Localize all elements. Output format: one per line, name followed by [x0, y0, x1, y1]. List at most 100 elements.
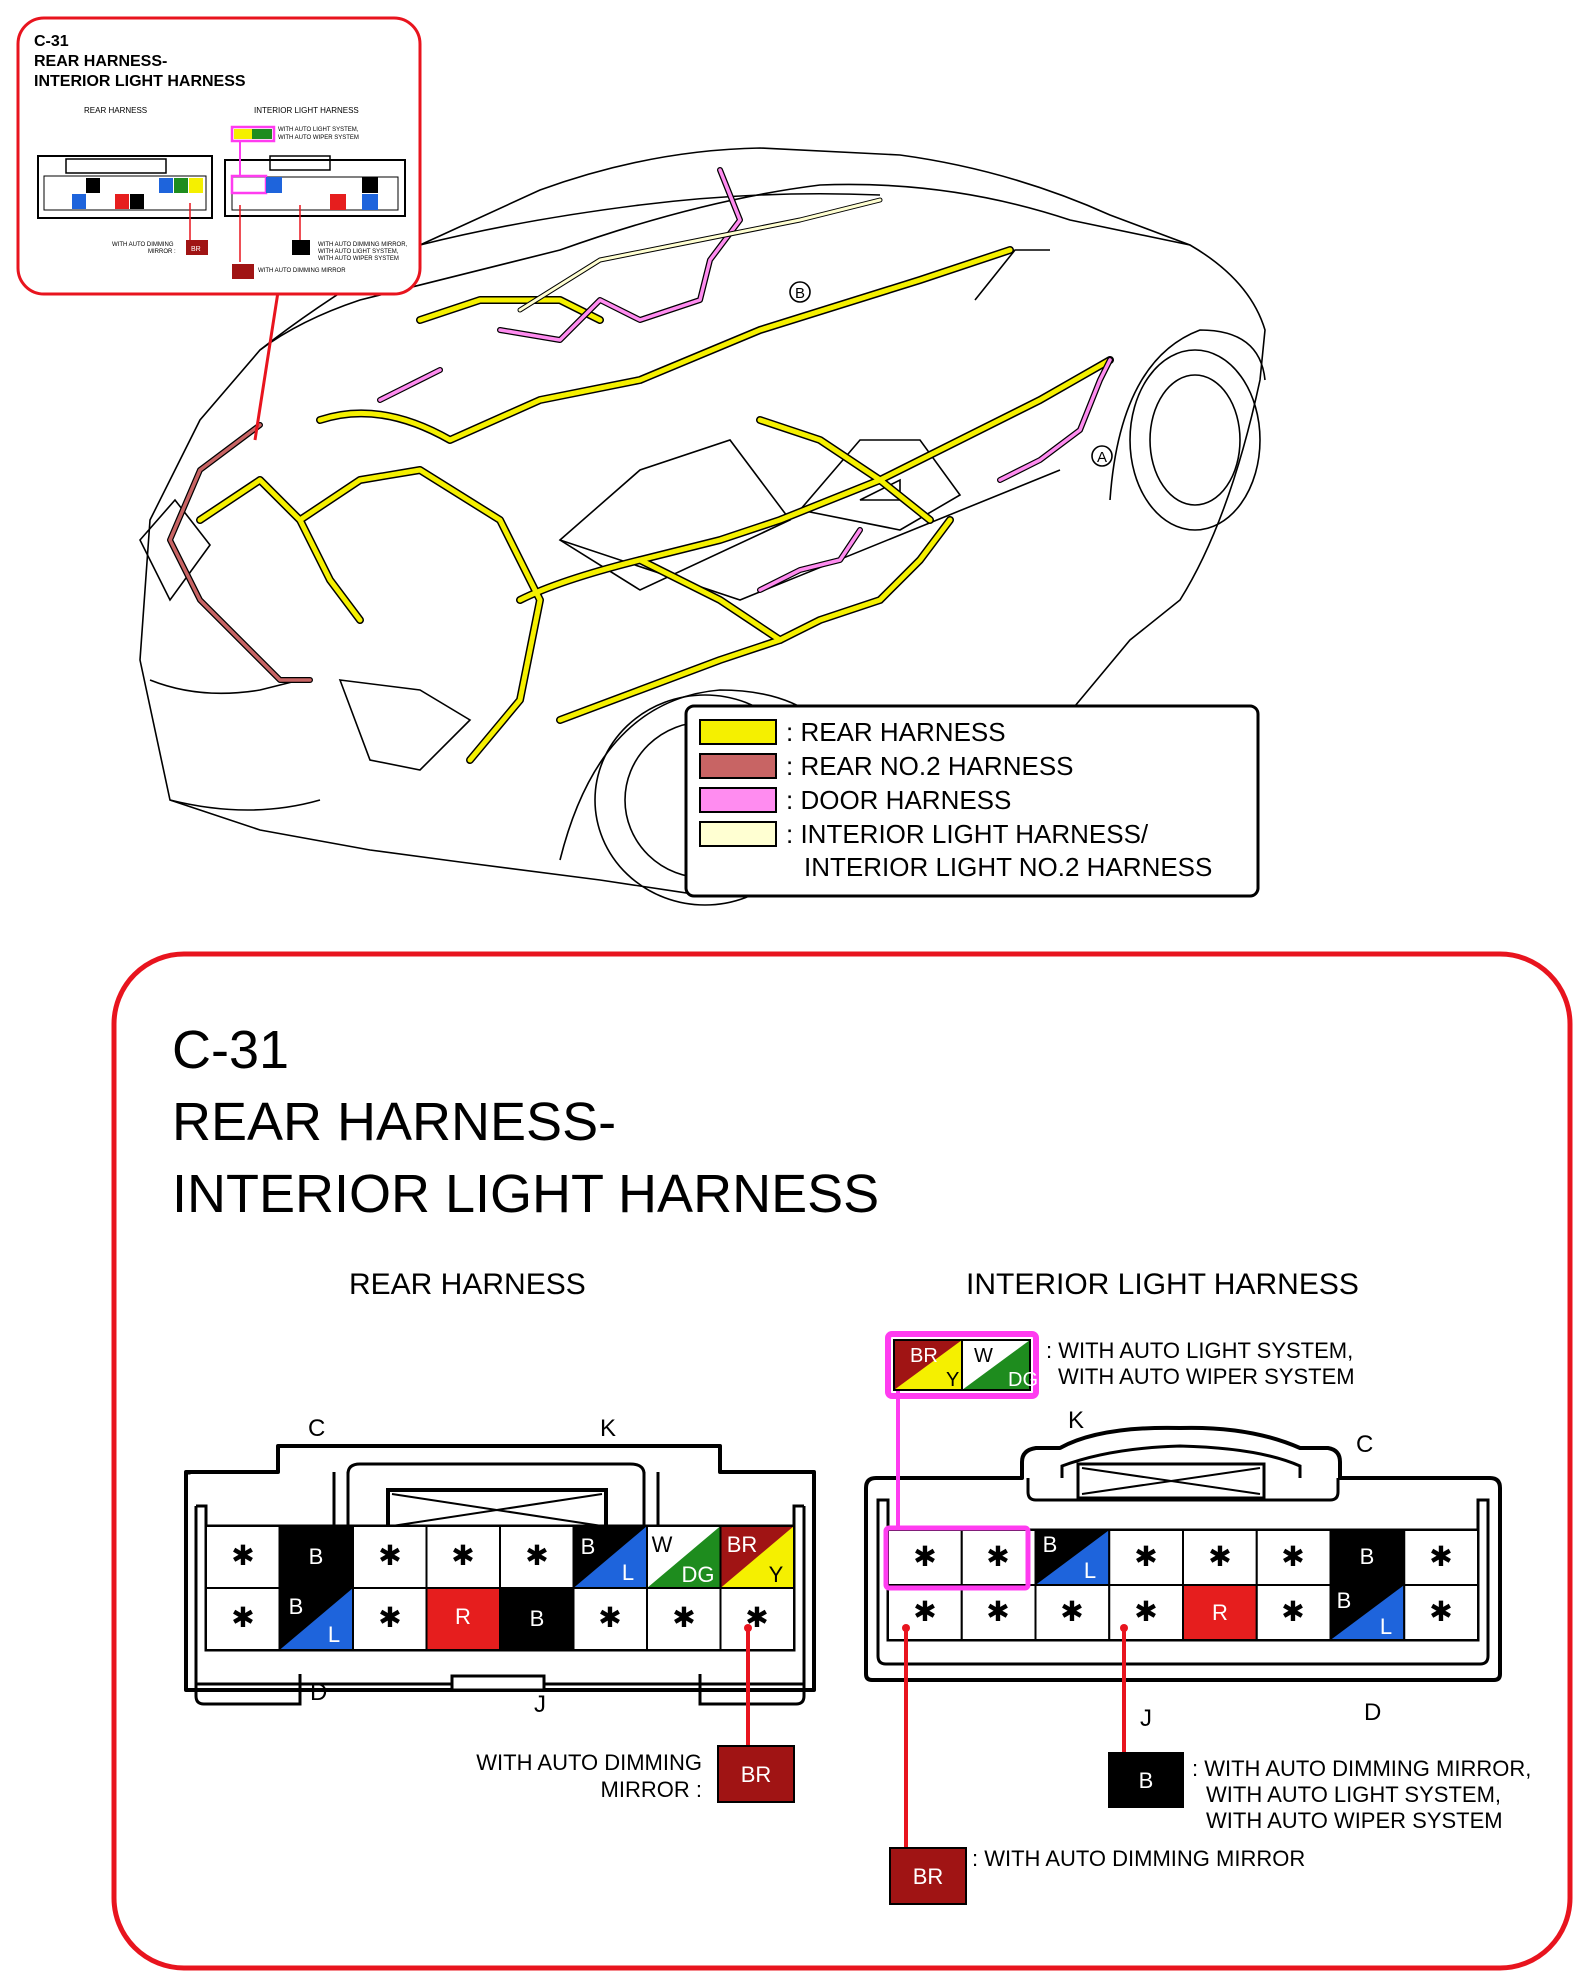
svg-text:BR: BR	[741, 1762, 772, 1787]
rear-letter-j: J	[534, 1691, 546, 1718]
svg-text:R: R	[455, 1604, 471, 1629]
inset-title-2: INTERIOR LIGHT HARNESS	[34, 73, 246, 90]
svg-text:BR: BR	[727, 1532, 758, 1557]
interior-br-note: : WITH AUTO DIMMING MIRROR	[972, 1846, 1305, 1871]
inset-note-wiper-b: WITH AUTO WIPER SYSTEM	[318, 256, 399, 262]
inset-rear-label: REAR HARNESS	[84, 106, 147, 115]
legend-item-rear-no2: : REAR NO.2 HARNESS	[699, 751, 1074, 781]
legend: : REAR HARNESS : REAR NO.2 HARNESS : DOO…	[684, 704, 1260, 898]
svg-text:✱: ✱	[1281, 1541, 1304, 1572]
interior-b-box	[1108, 1752, 1184, 1808]
svg-text:✱: ✱	[1134, 1596, 1157, 1627]
inset-panel: C-31 REAR HARNESS- INTERIOR LIGHT HARNES…	[16, 16, 422, 296]
interior-harness-label: INTERIOR LIGHT HARNESS	[966, 1268, 1359, 1301]
svg-text:✱: ✱	[986, 1596, 1009, 1627]
svg-text:BR: BR	[913, 1864, 944, 1889]
svg-text:Y: Y	[769, 1562, 784, 1587]
svg-text:✱: ✱	[986, 1541, 1009, 1572]
svg-text:B: B	[309, 1544, 324, 1569]
svg-text:✱: ✱	[913, 1596, 936, 1627]
interior-connector: ✱ ✱ B L ✱ ✱ ✱ B ✱ ✱ ✱ ✱ ✱ R ✱ B L ✱	[864, 1331, 1531, 1905]
svg-text:: INTERIOR LIGHT HARNESS/: : INTERIOR LIGHT HARNESS/	[786, 819, 1149, 849]
svg-text:INTERIOR LIGHT NO.2 HARNESS: INTERIOR LIGHT NO.2 HARNESS	[804, 852, 1212, 882]
interior-letter-k: K	[1068, 1407, 1084, 1434]
svg-text:DG: DG	[1008, 1369, 1038, 1391]
interior-b-note-3: WITH AUTO WIPER SYSTEM	[1206, 1808, 1503, 1833]
svg-text:A: A	[1097, 449, 1107, 466]
svg-text:✱: ✱	[378, 1540, 401, 1571]
inset-pointer-line	[253, 291, 280, 441]
interior-top-note-1: : WITH AUTO LIGHT SYSTEM,	[1046, 1338, 1353, 1363]
inset-note-dimming-rear-2: MIRROR :	[148, 249, 176, 255]
rear-connector: ✱ B ✱ ✱ ✱ B L W DG BR Y ✱ B L ✱ R B ✱ ✱ …	[184, 1415, 816, 1803]
legend-item-rear: : REAR HARNESS	[699, 717, 1006, 747]
svg-text:✱: ✱	[451, 1540, 474, 1571]
svg-text:B: B	[1337, 1588, 1352, 1613]
interior-top-wire-box: BR Y W DG	[885, 1331, 1039, 1399]
svg-text:B: B	[530, 1606, 545, 1631]
inset-note-dimming-b: WITH AUTO DIMMING MIRROR,	[318, 242, 408, 248]
svg-text:✱: ✱	[1429, 1596, 1452, 1627]
rear-pin-row-1	[205, 1525, 795, 1589]
svg-text:✱: ✱	[1281, 1596, 1304, 1627]
car-illustration	[139, 147, 1266, 906]
interior-letter-j: J	[1140, 1705, 1152, 1732]
svg-text:L: L	[622, 1560, 634, 1585]
svg-text:R: R	[1212, 1600, 1228, 1625]
inset-interior-connector	[224, 125, 406, 279]
svg-text:DG: DG	[682, 1562, 715, 1587]
svg-text:: REAR NO.2 HARNESS: : REAR NO.2 HARNESS	[786, 751, 1074, 781]
inset-note-light-b: WITH AUTO LIGHT SYSTEM,	[318, 249, 399, 255]
legend-item-door: : DOOR HARNESS	[699, 785, 1011, 815]
svg-text:B: B	[795, 285, 805, 302]
interior-letter-c: C	[1356, 1431, 1373, 1458]
svg-text:B: B	[581, 1534, 596, 1559]
svg-text:B: B	[1139, 1768, 1154, 1793]
svg-text:L: L	[1380, 1614, 1392, 1639]
svg-text:L: L	[1084, 1558, 1096, 1583]
rear-pin-row-2	[205, 1587, 795, 1651]
svg-text:✱: ✱	[913, 1541, 936, 1572]
inset-code: C-31	[34, 33, 69, 50]
inset-note-auto-wiper: WITH AUTO WIPER SYSTEM	[278, 135, 359, 141]
svg-text:BR: BR	[910, 1345, 938, 1367]
svg-text:W: W	[974, 1345, 993, 1367]
svg-text:BR: BR	[191, 246, 201, 253]
interior-letter-d: D	[1364, 1699, 1381, 1726]
inset-title-1: REAR HARNESS-	[34, 53, 167, 70]
svg-text:✱: ✱	[672, 1602, 695, 1633]
svg-text:✱: ✱	[745, 1602, 768, 1633]
rear-letter-c: C	[308, 1415, 325, 1442]
interior-highlight-box	[883, 1525, 1031, 1591]
rear-letter-k: K	[600, 1415, 616, 1442]
rear-harness-lines	[167, 167, 1114, 764]
legend-item-interior-light: : INTERIOR LIGHT HARNESS/ INTERIOR LIGHT…	[699, 819, 1212, 882]
rear-harness-label: REAR HARNESS	[349, 1268, 586, 1301]
marker-a: A	[1091, 445, 1113, 467]
interior-br-box	[889, 1847, 967, 1905]
detail-code: C-31	[172, 1020, 289, 1080]
svg-text:✱: ✱	[1208, 1541, 1231, 1572]
svg-text:✱: ✱	[598, 1602, 621, 1633]
inset-note-dimming-interior: WITH AUTO DIMMING MIRROR	[258, 268, 346, 274]
rear-note-line2: MIRROR :	[601, 1777, 702, 1802]
inset-interior-label: INTERIOR LIGHT HARNESS	[254, 106, 359, 115]
detail-title-1: REAR HARNESS-	[172, 1092, 616, 1152]
svg-text:Y: Y	[946, 1369, 959, 1391]
svg-text:B: B	[1360, 1544, 1375, 1569]
interior-b-note-2: WITH AUTO LIGHT SYSTEM,	[1206, 1782, 1501, 1807]
svg-text:✱: ✱	[1429, 1541, 1452, 1572]
interior-top-note-2: WITH AUTO WIPER SYSTEM	[1058, 1364, 1355, 1389]
rear-br-box	[717, 1745, 795, 1803]
svg-text:: DOOR HARNESS: : DOOR HARNESS	[786, 785, 1011, 815]
svg-text:✱: ✱	[231, 1602, 254, 1633]
svg-text:✱: ✱	[525, 1540, 548, 1571]
interior-pin-row-1	[887, 1529, 1479, 1586]
detail-panel: C-31 REAR HARNESS- INTERIOR LIGHT HARNES…	[111, 951, 1573, 1971]
inset-rear-connector: BR	[37, 155, 213, 255]
svg-text:B: B	[289, 1594, 304, 1619]
rear-letter-d: D	[310, 1679, 327, 1706]
interior-b-note-1: : WITH AUTO DIMMING MIRROR,	[1192, 1756, 1531, 1781]
detail-title-2: INTERIOR LIGHT HARNESS	[172, 1164, 879, 1224]
svg-text:B: B	[1043, 1532, 1058, 1557]
